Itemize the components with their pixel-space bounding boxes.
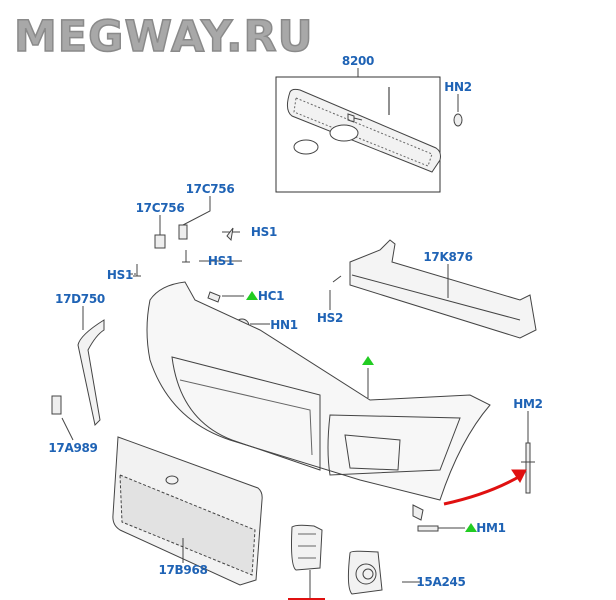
red-arrowhead-icon (511, 469, 527, 483)
callout-hm2[interactable]: HM2 (513, 397, 543, 411)
green-marker-icon (362, 356, 374, 365)
callout-hs1[interactable]: HS1 (207, 254, 235, 268)
upper-grille-part[interactable] (275, 68, 441, 193)
callout-17c756[interactable]: 17C756 (185, 182, 235, 196)
nut-hn2-part (453, 94, 463, 127)
lower-grille-part[interactable] (112, 436, 263, 586)
callout-hn1[interactable]: HN1 (270, 318, 298, 332)
green-marker-icon (246, 291, 258, 300)
screw-hs2-part (329, 275, 342, 310)
callout-hs1[interactable]: HS1 (250, 225, 278, 239)
callout-8200[interactable]: 8200 (341, 54, 375, 68)
callout-17a989[interactable]: 17A989 (48, 441, 98, 455)
red-arrow-icon (443, 473, 523, 506)
leader-line (182, 196, 211, 226)
callout-hn2[interactable]: HN2 (444, 80, 472, 94)
bracket-part (77, 306, 105, 427)
vent-insert-part (291, 524, 323, 571)
callout-17d750[interactable]: 17D750 (55, 292, 105, 306)
clip-part (347, 113, 363, 123)
callout-17k876[interactable]: 17K876 (423, 250, 473, 264)
fog-bezel-part[interactable] (0, 0, 383, 596)
callout-hm1[interactable]: HM1 (476, 521, 506, 535)
callout-hs1[interactable]: HS1 (106, 268, 134, 282)
green-marker-icon (465, 523, 477, 532)
ford-emblem-icon (293, 139, 319, 155)
callout-17b968[interactable]: 17B968 (158, 563, 208, 577)
callout-15a245[interactable]: 15A245 (416, 575, 466, 589)
bumper-cover-part[interactable] (146, 281, 491, 521)
callout-hc1[interactable]: HC1 (257, 289, 285, 303)
callout-17c756[interactable]: 17C756 (135, 201, 185, 215)
callout-hs2[interactable]: HS2 (316, 311, 344, 325)
cover-part (51, 395, 62, 415)
watermark-logo: MEGWAY.RU (13, 11, 314, 63)
reinforcement-beam-part[interactable] (349, 239, 537, 339)
